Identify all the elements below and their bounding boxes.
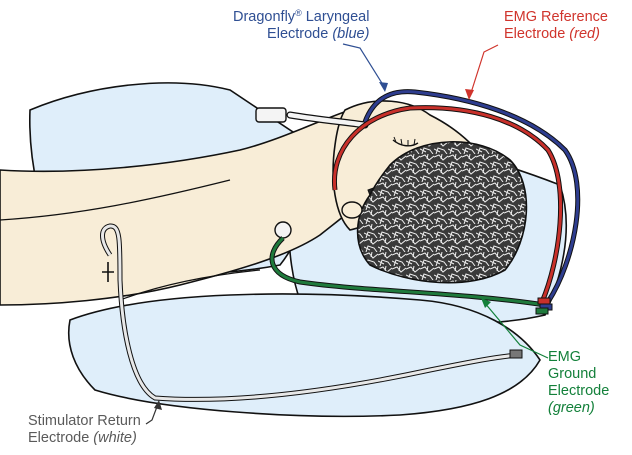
blue-leader — [343, 44, 385, 88]
ground-electrode-pad — [275, 222, 291, 238]
white-wire-plug — [510, 350, 522, 358]
body-pillow — [69, 294, 540, 416]
ground-electrode-label: EMG Ground Electrode (green) — [548, 349, 609, 417]
reference-electrode-label: EMG Reference Electrode (red) — [504, 9, 608, 43]
tube-connector — [256, 108, 286, 122]
laryngeal-electrode-label: Dragonfly® Laryngeal Electrode (blue) — [233, 9, 369, 43]
ear — [342, 202, 362, 218]
stimulator-electrode-label: Stimulator Return Electrode (white) — [28, 413, 141, 447]
red-leader — [470, 45, 498, 96]
